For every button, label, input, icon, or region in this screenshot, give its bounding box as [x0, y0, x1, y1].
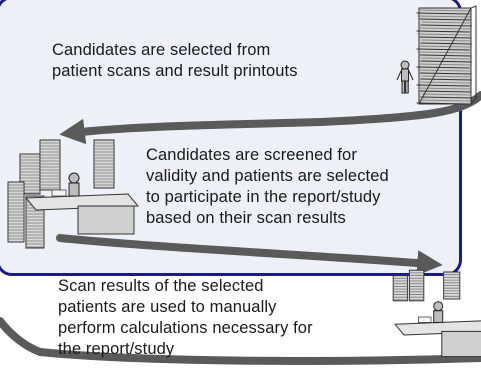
- arrow-step1-to-step2: [59, 91, 481, 145]
- desk-paper: [418, 316, 432, 323]
- paper-sheet-line: [417, 51, 471, 54]
- paper-sheet-line: [420, 96, 472, 99]
- paper-sheet-line: [421, 57, 473, 60]
- paper-sheet-line: [418, 27, 471, 30]
- paper-sheet-line: [420, 72, 472, 75]
- tall-paper-stack: [416, 5, 477, 105]
- paper-sheet-line: [420, 90, 472, 93]
- person-body: [68, 182, 80, 197]
- paper-sheet-line: [417, 33, 471, 36]
- paper-pile: [39, 139, 61, 191]
- paper-sheet-line: [419, 18, 472, 21]
- step-2-caption: Candidates are screened for validity and…: [146, 146, 389, 227]
- arrow-step3-outflow: [0, 317, 481, 365]
- desk-drawers: [77, 205, 135, 235]
- desk-drawers: [441, 330, 481, 358]
- person-head: [68, 172, 80, 184]
- paper-sheet-line: [421, 93, 473, 96]
- paper-sheet-line: [416, 66, 470, 69]
- paper-sheet-line: [416, 30, 470, 33]
- paper-sheet-line: [417, 99, 471, 102]
- stack-outline: [418, 5, 477, 105]
- paper-sheet-line: [421, 75, 473, 78]
- paper-sheet-line: [421, 21, 473, 24]
- paper-sheet-line: [420, 42, 472, 45]
- paper-sheet-line: [416, 84, 470, 87]
- person-head: [433, 301, 444, 312]
- paper-sheet-line: [420, 60, 472, 63]
- standing-person-icon: [396, 60, 414, 94]
- person-body: [433, 310, 444, 323]
- paper-sheet-line: [420, 24, 472, 27]
- desk-with-paper-stacks-icon: [7, 139, 140, 249]
- paper-sheet-line: [417, 81, 471, 84]
- step-3-caption: Scan results of the selected patients ar…: [58, 277, 313, 358]
- paper-sheet-line: [417, 87, 471, 90]
- paper-sheet-line: [418, 45, 471, 48]
- paper-stack-with-person-icon: [396, 5, 477, 105]
- desk-paper: [51, 189, 67, 197]
- paper-sheet-line: [420, 78, 472, 81]
- paper-sheet-line: [417, 69, 471, 72]
- paper-sheet-line: [417, 63, 471, 66]
- paper-sheet-line: [416, 12, 470, 15]
- paper-sheet-line: [417, 15, 471, 18]
- step-1-caption: Candidates are selected from patient sca…: [52, 41, 298, 80]
- paper-pile: [408, 269, 425, 302]
- paper-sheet-line: [418, 9, 471, 12]
- arrow-step2-to-step3: [56, 234, 443, 276]
- paper-sheet-line: [419, 36, 472, 39]
- paper-sheet-line: [421, 39, 473, 42]
- paper-sheet-line: [416, 48, 470, 51]
